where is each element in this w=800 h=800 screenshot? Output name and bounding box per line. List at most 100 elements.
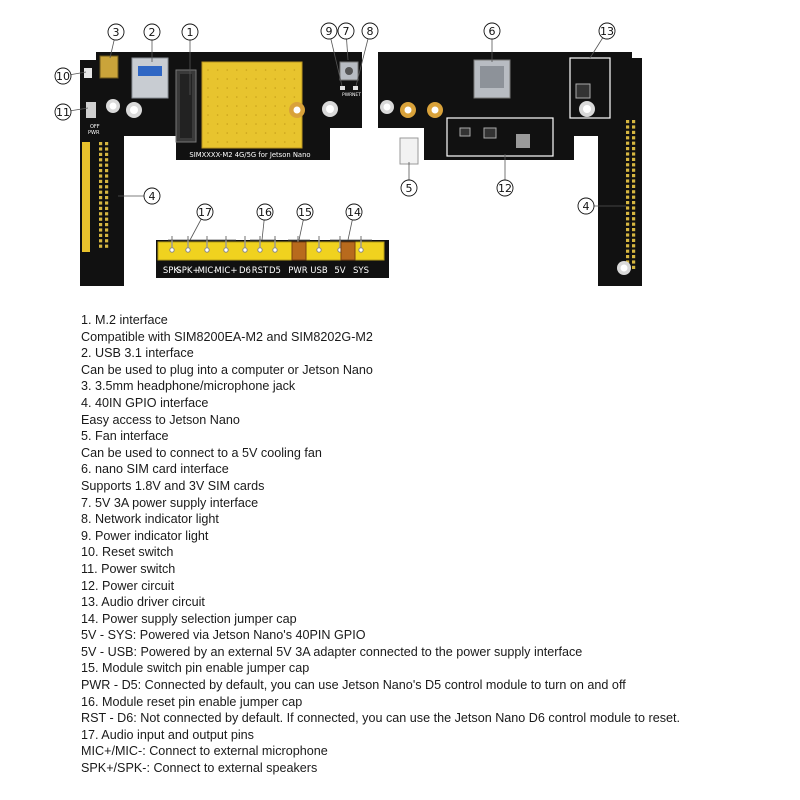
gpio-pin	[632, 120, 636, 124]
right-board-pcb	[378, 52, 642, 286]
description-line: SPK+/SPK-: Connect to external speakers	[81, 761, 318, 776]
gpio-pin	[99, 142, 103, 146]
gpio-pin	[626, 184, 630, 188]
standoff-center	[431, 106, 439, 114]
gpio-pin	[626, 255, 630, 259]
gpio-pin	[99, 185, 103, 189]
module-dot	[274, 123, 277, 125]
module-dot	[207, 69, 209, 71]
module-dot	[293, 87, 296, 89]
gpio-pin	[632, 249, 636, 253]
gpio-pin	[626, 136, 630, 140]
gpio-pin	[99, 174, 103, 178]
callout-circle	[361, 22, 379, 40]
gpio-pin	[99, 239, 103, 243]
module-dot	[245, 87, 248, 89]
module-dot	[264, 96, 267, 98]
module-dot	[216, 132, 219, 134]
jumper-pin-label: PWR	[288, 266, 308, 276]
module-dot	[284, 78, 286, 80]
module-dot	[216, 87, 219, 89]
module-dot	[264, 132, 267, 134]
module-dot	[236, 114, 238, 116]
gpio-pin	[105, 185, 109, 189]
m2-connector-slot	[180, 74, 192, 138]
jumper-pin-label: SPK-	[163, 266, 181, 276]
gpio-pin	[626, 228, 630, 232]
gpio-pin	[626, 168, 630, 172]
description-line: 10. Reset switch	[81, 545, 174, 560]
callout-number: 16	[258, 206, 272, 219]
gpio-pin	[105, 190, 109, 194]
gpio-pin	[626, 179, 630, 183]
gpio-pin	[632, 217, 636, 221]
gpio-pin	[632, 228, 636, 232]
reset-switch	[84, 68, 92, 78]
gpio-pin	[632, 195, 636, 199]
description-line: 1. M.2 interface	[81, 313, 168, 327]
module-label: SIMXXXX-M2 4G/5G for Jetson Nano	[189, 151, 310, 159]
gpio-pin	[632, 265, 636, 269]
module-dot	[284, 96, 286, 98]
module-dot	[284, 105, 286, 107]
module-dot	[216, 105, 219, 107]
gpio-pin	[99, 196, 103, 200]
standoff-center	[293, 106, 301, 114]
gpio-pin	[632, 255, 636, 259]
gpio-pin	[626, 152, 630, 156]
callout-number: 4	[583, 200, 590, 213]
module-dot	[216, 69, 219, 71]
module-dot	[207, 87, 209, 89]
gpio-pin	[99, 217, 103, 221]
module-dot	[207, 141, 209, 143]
jumper-pin-label: MIC-	[198, 266, 217, 276]
callout-circle	[598, 22, 616, 40]
gpio-pin	[626, 141, 630, 145]
module-dot	[284, 123, 286, 125]
module-dot	[226, 69, 228, 71]
module-dot	[245, 96, 248, 98]
description-line: 17. Audio input and output pins	[81, 727, 254, 742]
module-dot	[293, 123, 296, 125]
mount-hole-center	[383, 103, 391, 111]
net-led-label: NET	[352, 92, 361, 98]
description-line: 14. Power supply selection jumper cap	[81, 611, 297, 626]
gpio-pin	[105, 223, 109, 227]
module-dot	[216, 78, 219, 80]
gpio-pin	[105, 217, 109, 221]
jumper-pin-head	[185, 247, 191, 253]
description-line: PWR - D5: Connected by default, you can …	[81, 678, 626, 693]
gpio-pin	[632, 179, 636, 183]
mount-hole-center	[583, 105, 591, 113]
usb-port	[131, 57, 169, 99]
module-dot	[245, 141, 248, 143]
description-line: MIC+/MIC-: Connect to external microphon…	[81, 744, 328, 759]
gpio-pin	[99, 223, 103, 227]
gpio-pin	[632, 141, 636, 145]
callout-number: 10	[56, 70, 70, 83]
callout-number: 12	[498, 182, 512, 195]
callout-number: 8	[367, 25, 374, 38]
gpio-pin	[99, 147, 103, 151]
module-dot	[274, 69, 277, 71]
board-diagram: PWR NET OFF PWR SIMXXXX-M2 4G/5G for Jet…	[54, 22, 642, 286]
module-dot	[264, 105, 267, 107]
gpio-pin	[105, 147, 109, 151]
gpio-pin	[632, 211, 636, 215]
description-line: Supports 1.8V and 3V SIM cards	[81, 478, 265, 493]
gpio-pin	[632, 136, 636, 140]
jumper-pin-head	[223, 247, 229, 253]
audio-jack	[99, 55, 119, 79]
gpio-pin	[105, 239, 109, 243]
module-dot	[274, 78, 277, 80]
module-dot	[293, 69, 296, 71]
pwr-led	[340, 86, 345, 90]
gpio-pin	[99, 228, 103, 232]
module-dot	[245, 69, 248, 71]
callout-number: 6	[489, 25, 496, 38]
audio-chip	[575, 83, 591, 99]
callout-number: 7	[343, 25, 350, 38]
power-switch	[86, 102, 96, 118]
net-led	[353, 86, 358, 90]
module-dot	[293, 141, 296, 143]
